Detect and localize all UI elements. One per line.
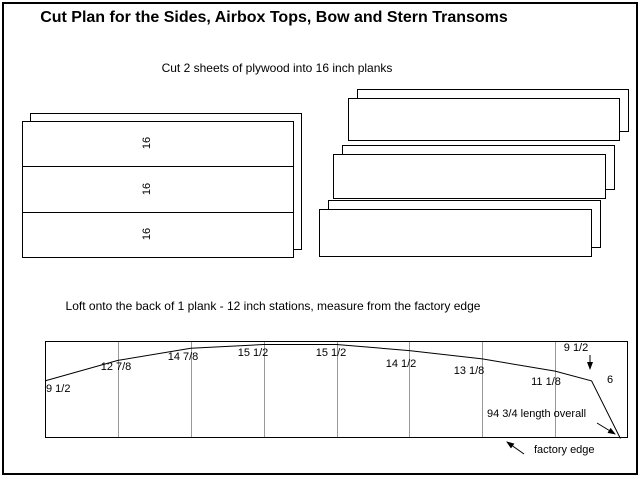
loft-measurement-label: 9 1/2 xyxy=(563,342,589,354)
station-line xyxy=(118,342,119,437)
plank-width-label: 16 xyxy=(141,136,153,150)
length-overall-label: 94 3/4 length overall xyxy=(487,408,587,420)
loft-measurement-label: 13 1/8 xyxy=(453,365,485,377)
loft-measurement-label: 11 1/8 xyxy=(531,376,561,388)
loft-measurement-label: 9 1/2 xyxy=(46,383,71,395)
left-sheet-front xyxy=(22,121,294,258)
factory-edge-label: factory edge xyxy=(534,444,595,456)
page-title: Cut Plan for the Sides, Airbox Tops, Bow… xyxy=(40,9,508,26)
loft-measurement-label: 14 1/2 xyxy=(385,358,417,370)
station-line xyxy=(482,342,483,437)
loft-measurement-label: 15 1/2 xyxy=(315,347,347,359)
plank-front xyxy=(348,98,620,141)
plank-cut-line xyxy=(23,212,293,213)
loft-measurement-label: 14 7/8 xyxy=(167,351,199,363)
plank-width-label: 16 xyxy=(141,182,153,196)
plank-cut-line xyxy=(23,166,293,167)
end-measurement-label: 6 xyxy=(606,374,614,386)
page-border xyxy=(2,2,638,475)
subtitle-cut-sheets: Cut 2 sheets of plywood into 16 inch pla… xyxy=(161,61,393,75)
plank-front xyxy=(333,154,606,199)
station-line xyxy=(555,342,556,437)
loft-measurement-label: 15 1/2 xyxy=(237,347,269,359)
station-line xyxy=(409,342,410,437)
plank-width-label: 16 xyxy=(141,227,153,241)
plank-front xyxy=(319,209,592,257)
loft-measurement-label: 12 7/8 xyxy=(100,361,132,373)
loft-instruction: Loft onto the back of 1 plank - 12 inch … xyxy=(65,299,481,313)
